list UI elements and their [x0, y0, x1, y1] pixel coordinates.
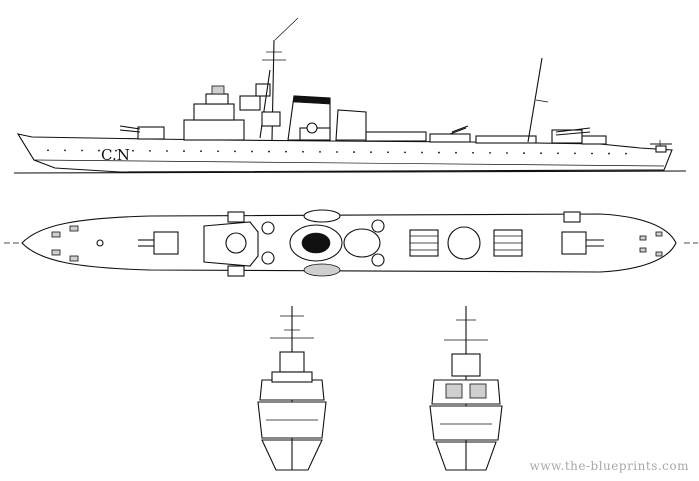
porthole — [387, 151, 389, 154]
porthole — [302, 150, 304, 153]
porthole — [438, 151, 440, 154]
torpedo-tubes-plan — [409, 229, 523, 257]
porthole — [472, 151, 474, 154]
fore-turret-plan — [138, 231, 179, 255]
bow-deck-fittings — [51, 225, 104, 262]
porthole — [64, 149, 66, 152]
hull-marking-text: C.N — [101, 146, 130, 164]
porthole — [574, 152, 576, 155]
porthole — [370, 151, 372, 154]
front-view — [257, 306, 327, 471]
deck-circles — [261, 219, 481, 267]
porthole — [268, 150, 270, 153]
fore-mast — [259, 17, 299, 141]
aft-turret-plan — [561, 211, 604, 255]
funnels-plan — [289, 209, 381, 277]
bridge-plan — [203, 211, 259, 277]
porthole — [455, 151, 457, 154]
watermark-text: www.the-blueprints.com — [529, 459, 689, 473]
rear-view — [429, 306, 503, 471]
aft-funnel — [335, 109, 367, 141]
top-plan-view — [4, 209, 698, 277]
portholes — [47, 149, 627, 155]
porthole — [217, 150, 219, 153]
porthole — [625, 152, 627, 155]
porthole — [319, 150, 321, 153]
stern-deck-fittings — [639, 231, 663, 257]
porthole — [98, 149, 100, 152]
porthole — [421, 151, 423, 154]
porthole — [234, 150, 236, 153]
midship-fittings — [299, 122, 537, 144]
porthole — [115, 149, 117, 152]
porthole — [540, 152, 542, 155]
bridge-superstructure — [183, 83, 271, 141]
porthole — [506, 152, 508, 154]
porthole — [166, 150, 168, 152]
porthole — [251, 150, 253, 153]
porthole — [404, 151, 406, 154]
porthole — [557, 152, 559, 155]
porthole — [608, 152, 610, 155]
porthole — [132, 149, 134, 152]
porthole — [353, 151, 355, 153]
porthole — [200, 150, 202, 153]
aft-gun-turret — [551, 127, 607, 145]
porthole — [81, 149, 83, 152]
porthole — [336, 151, 338, 153]
fore-gun-turret — [119, 125, 165, 140]
porthole — [149, 149, 151, 152]
porthole — [183, 150, 185, 152]
porthole — [591, 152, 593, 155]
porthole — [285, 150, 287, 153]
main-mast — [527, 57, 549, 143]
side-profile-view: C.N — [13, 17, 687, 174]
porthole — [489, 151, 491, 154]
porthole — [523, 152, 525, 154]
porthole — [47, 149, 49, 152]
stern-fittings — [650, 140, 672, 153]
